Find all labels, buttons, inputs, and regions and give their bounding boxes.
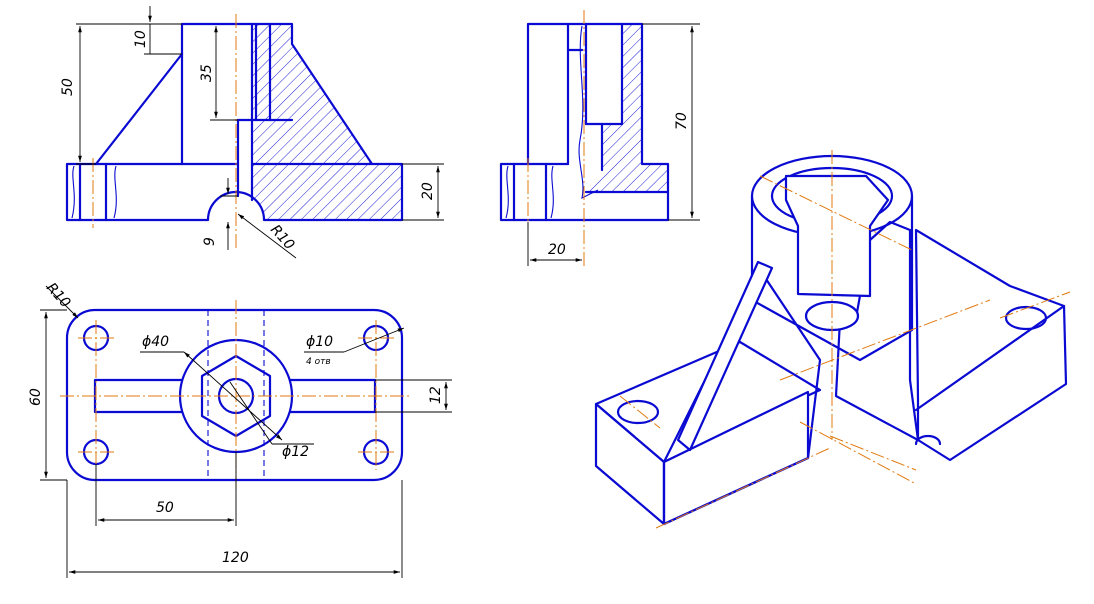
dim-bore-dia: ϕ12 — [282, 444, 309, 460]
dim-hole-count: 4 отв — [306, 357, 331, 367]
dim-length-120: 120 — [222, 550, 249, 566]
dim-wall-20: 20 — [548, 242, 566, 258]
dim-slot-9: 9 — [202, 237, 218, 246]
dim-hole-dia: ϕ10 — [306, 334, 333, 350]
dim-slot-r10: R10 — [267, 222, 297, 253]
front-view: 50 10 35 20 9 R10 — [60, 6, 444, 259]
dim-corner-r10: R10 — [43, 280, 73, 311]
top-view: 60 12 50 120 R10 ϕ40 ϕ10 4 отв ϕ12 — [28, 280, 452, 578]
isometric-view — [594, 150, 1071, 529]
dim-height-70: 70 — [674, 112, 690, 130]
side-outline — [499, 22, 670, 222]
dim-width-60: 60 — [28, 388, 44, 406]
dim-height-50: 50 — [60, 78, 76, 96]
dim-base-20: 20 — [420, 182, 436, 200]
side-view: 70 20 — [499, 10, 700, 268]
dim-slot-12: 12 — [428, 386, 444, 404]
front-outline — [65, 22, 404, 222]
dim-boss-dia: ϕ40 — [142, 334, 169, 350]
dim-bore-35: 35 — [199, 64, 215, 82]
front-section-hatch — [252, 24, 402, 220]
top-outline — [65, 308, 404, 482]
dim-center-50: 50 — [156, 500, 174, 516]
dim-offset-10: 10 — [133, 30, 149, 48]
side-section-hatch — [586, 24, 668, 192]
